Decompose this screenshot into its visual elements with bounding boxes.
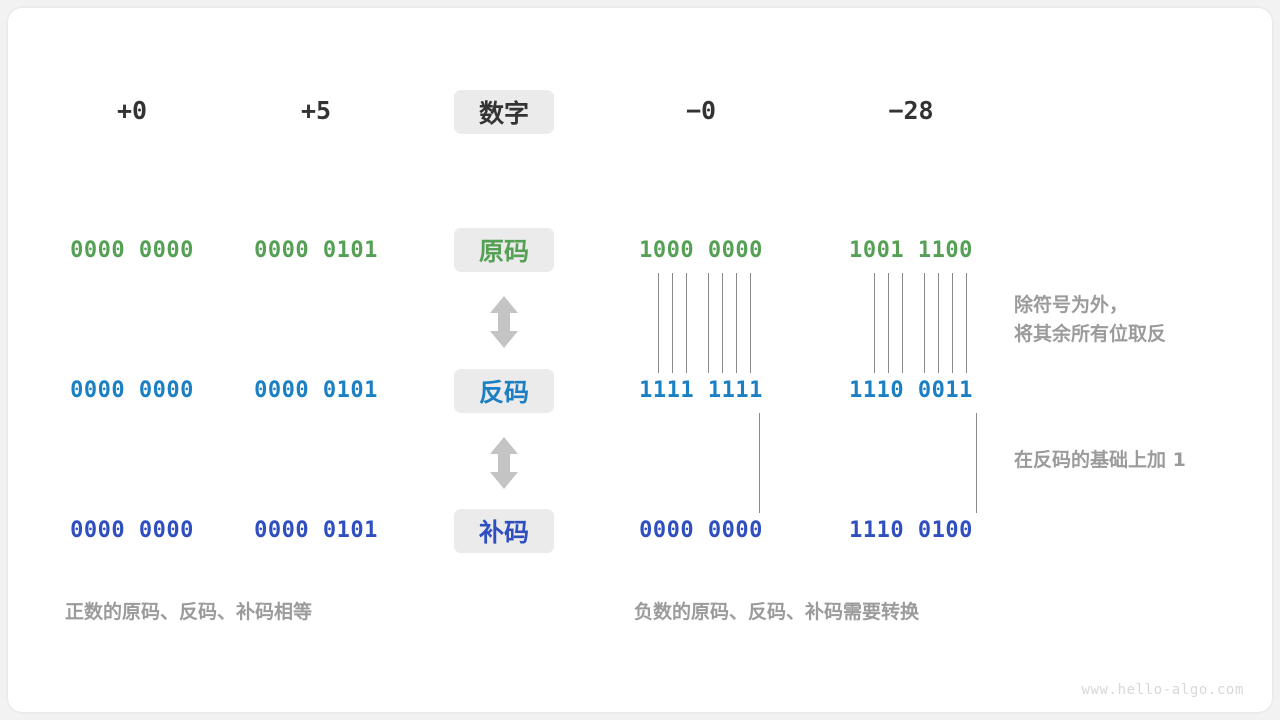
sign-magnitude-plus-five: 0000 0101 (254, 238, 378, 263)
invert-connector-line (888, 273, 889, 373)
invert-connector-line (658, 273, 659, 373)
add-one-connector-line (976, 413, 977, 513)
ones-complement-plus-zero: 0000 0000 (70, 378, 194, 403)
diagram-card: +0 +5 数字 −0 −28 0000 0000 0000 0101 原码 1… (8, 8, 1272, 712)
invert-connector-line (736, 273, 737, 373)
row-label-twos-complement: 补码 (454, 509, 554, 553)
watermark: www.hello-algo.com (1081, 682, 1244, 698)
add-one-connector-line (759, 413, 760, 513)
invert-connector-line (686, 273, 687, 373)
note-invert-bits: 除符号为外， 将其余所有位取反 (1014, 294, 1167, 345)
invert-connector-line (750, 273, 751, 373)
double-arrow-icon-invert (487, 295, 521, 349)
sign-magnitude-minus-twentyeight: 1001 1100 (849, 238, 973, 263)
column-header-minus-zero: −0 (685, 96, 717, 125)
row-label-number: 数字 (454, 90, 554, 134)
twos-complement-plus-five: 0000 0101 (254, 518, 378, 543)
twos-complement-plus-zero: 0000 0000 (70, 518, 194, 543)
invert-connector-line (938, 273, 939, 373)
invert-connector-line (924, 273, 925, 373)
row-label-ones-complement: 反码 (454, 369, 554, 413)
sign-magnitude-plus-zero: 0000 0000 (70, 238, 194, 263)
caption-negative: 负数的原码、反码、补码需要转换 (634, 601, 920, 623)
column-header-plus-zero: +0 (116, 96, 148, 125)
column-header-plus-five: +5 (300, 96, 332, 125)
twos-complement-minus-zero: 0000 0000 (639, 518, 763, 543)
ones-complement-plus-five: 0000 0101 (254, 378, 378, 403)
twos-complement-minus-twentyeight: 1110 0100 (849, 518, 973, 543)
column-header-minus-twentyeight: −28 (888, 96, 934, 125)
row-label-sign-magnitude: 原码 (454, 228, 554, 272)
invert-connector-line (722, 273, 723, 373)
invert-connector-line (966, 273, 967, 373)
note-add-one: 在反码的基础上加 1 (1014, 449, 1186, 471)
sign-magnitude-minus-zero: 1000 0000 (639, 238, 763, 263)
ones-complement-minus-zero: 1111 1111 (639, 378, 763, 403)
invert-connector-line (952, 273, 953, 373)
ones-complement-minus-twentyeight: 1110 0011 (849, 378, 973, 403)
caption-positive: 正数的原码、反码、补码相等 (65, 601, 313, 623)
invert-connector-line (902, 273, 903, 373)
invert-connector-line (708, 273, 709, 373)
invert-connector-line (672, 273, 673, 373)
invert-connector-line (874, 273, 875, 373)
double-arrow-icon-add-one (487, 436, 521, 490)
